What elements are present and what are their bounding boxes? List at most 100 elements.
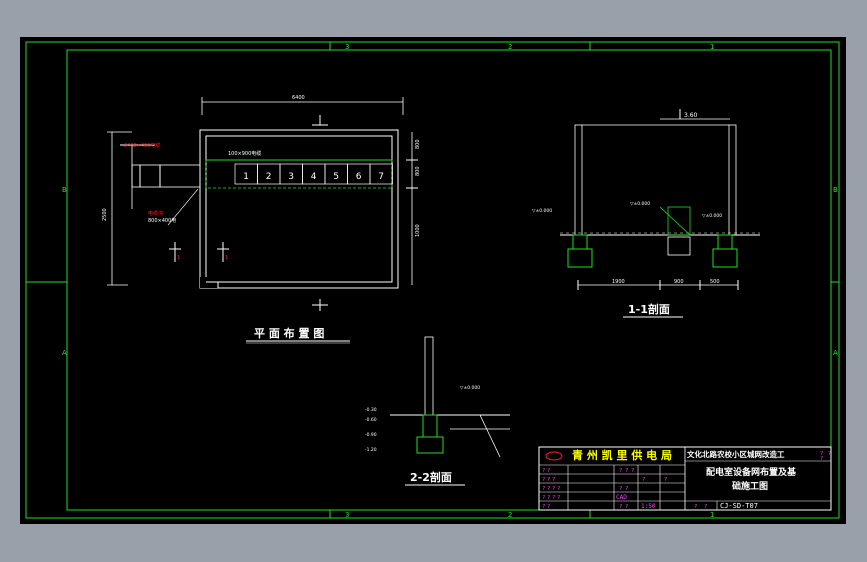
tb-company: 青 州 凯 里 供 电 局 bbox=[572, 448, 672, 462]
cabinet-label-1: 1 bbox=[243, 172, 249, 182]
tb-cad: CAD bbox=[616, 494, 627, 501]
tb-placeholder-mark: ? bbox=[625, 486, 628, 492]
section22-wall bbox=[424, 336, 434, 416]
tb-placeholder-mark: ? bbox=[694, 504, 697, 510]
cabinet-label-6: 6 bbox=[356, 172, 362, 182]
section22-level-1: -0.30 bbox=[365, 407, 377, 413]
tb-drawing-title-1: 配电室设备网布置及基 bbox=[706, 466, 797, 478]
footing-left bbox=[567, 248, 593, 268]
cabinet-label-7: 7 bbox=[378, 172, 384, 182]
zone-label-top-1: 3 bbox=[345, 43, 349, 51]
section11-dim-b2: 900 bbox=[674, 279, 684, 285]
pier-right bbox=[717, 234, 733, 250]
tb-placeholder-mark: ? bbox=[631, 468, 634, 474]
tb-placeholder-mark: ? bbox=[547, 477, 550, 483]
tb-placeholder-mark: ? bbox=[619, 504, 622, 510]
cabinet-label-5: 5 bbox=[333, 172, 339, 182]
zone-label-left-1: B bbox=[62, 186, 67, 194]
section11-note-left: ▽±0.000 bbox=[532, 208, 552, 214]
plan-dim-right-1: 800 bbox=[415, 139, 421, 149]
title-block[interactable]: 青 州 凯 里 供 电 局 文化北路农校小区城网改造工 配电室设备网布置及基 础… bbox=[538, 446, 832, 511]
section22-level-2: -0.60 bbox=[365, 417, 377, 423]
cabinet-row: 1 2 3 4 5 6 7 bbox=[234, 163, 393, 185]
plan-dim-right-3: 1000 bbox=[415, 224, 421, 237]
tb-placeholder-mark: ? bbox=[542, 477, 545, 483]
zone-label-bottom-3: 1 bbox=[710, 511, 714, 519]
zone-label-right-1: B bbox=[833, 186, 838, 194]
tb-placeholder-mark: ? bbox=[704, 504, 707, 510]
tb-placeholder-mark: ? bbox=[547, 495, 550, 501]
section11-wall-left bbox=[574, 124, 583, 236]
cabinet-7 bbox=[369, 163, 393, 185]
section11-note-center: ▽±0.000 bbox=[630, 201, 650, 207]
plan-dim-top-text: 6400 bbox=[292, 95, 305, 101]
zone-label-right-2: A bbox=[833, 349, 838, 357]
tb-placeholder-mark: ? bbox=[557, 495, 560, 501]
inner-border bbox=[66, 49, 832, 511]
tb-drawing-no: CJ-SD-T07 bbox=[720, 502, 758, 510]
plan-callout-2: 电缆沟 bbox=[148, 210, 163, 217]
section-2-2[interactable]: -0.30 -0.60 -0.90 -1.20 ▽±0.000 2-2剖面 bbox=[365, 336, 510, 486]
zone-label-left-2: A bbox=[62, 349, 67, 357]
tb-placeholder-mark: ? bbox=[547, 486, 550, 492]
plan-callout-1: 2400×400电缆 bbox=[124, 142, 160, 149]
tb-placeholder-mark: ? bbox=[619, 486, 622, 492]
tb-placeholder-mark: ? bbox=[664, 477, 667, 483]
cabinet-section bbox=[667, 206, 691, 236]
cabinet-outline bbox=[659, 206, 691, 236]
cabinet-label-2: 2 bbox=[266, 172, 272, 182]
plan-dim-right-2: 800 bbox=[415, 166, 421, 176]
tb-placeholder-mark: ? bbox=[552, 477, 555, 483]
cabinet-label-4: 4 bbox=[311, 172, 317, 182]
drawing-svg: 3 2 1 3 2 1 B A B A 6400 100×900电缆 1 2 3 4 5… bbox=[25, 41, 840, 519]
plan-wall-outer bbox=[199, 129, 399, 289]
tb-placeholder-mark: ? bbox=[820, 451, 823, 457]
tb-placeholder-mark: ? bbox=[542, 504, 545, 510]
zone-label-top-2: 2 bbox=[508, 43, 512, 51]
plan-bar-label: 100×900电缆 bbox=[228, 150, 261, 157]
section22-note: ▽±0.000 bbox=[460, 385, 480, 391]
tb-placeholder-mark: ? bbox=[557, 486, 560, 492]
tb-drawing-title-2: 础施工图 bbox=[732, 480, 768, 492]
section11-dim-top: 3.60 bbox=[684, 112, 698, 119]
tb-placeholder-mark: ? bbox=[619, 468, 622, 474]
tb-placeholder-mark: ? bbox=[547, 468, 550, 474]
footing-right bbox=[712, 248, 738, 268]
zone-label-top-3: 1 bbox=[710, 43, 714, 51]
section11-title: 1-1剖面 bbox=[628, 302, 670, 316]
plan-dim-left-text: 2500 bbox=[102, 208, 108, 221]
section22-title: 2-2剖面 bbox=[410, 470, 452, 484]
section22-level-4: -1.20 bbox=[365, 447, 377, 453]
plan-view[interactable]: 6400 100×900电缆 1 2 3 4 5 6 7 2500 2400×400电缆 电… bbox=[102, 95, 421, 344]
cad-drawing-canvas[interactable]: 3 2 1 3 2 1 B A B A 6400 100×900电缆 1 2 3 4 5… bbox=[20, 37, 846, 524]
section11-dim-b1: 1900 bbox=[612, 279, 625, 285]
section22-level-3: -0.90 bbox=[365, 432, 377, 438]
pier bbox=[422, 414, 438, 438]
tb-placeholder-mark: ? bbox=[542, 486, 545, 492]
section11-dim-b3: 500 bbox=[710, 279, 720, 285]
cable-trench-section bbox=[667, 236, 691, 256]
external-trench bbox=[131, 164, 201, 188]
slope-line bbox=[479, 414, 501, 458]
section-mark-label: 1 bbox=[177, 255, 180, 261]
tb-project: 文化北路农校小区城网改造工 bbox=[687, 449, 785, 459]
plan-callout-3: 800×400电 bbox=[148, 217, 176, 224]
tb-placeholder-mark: ? bbox=[625, 468, 628, 474]
tb-placeholder-mark: ? bbox=[625, 504, 628, 510]
tb-scale: 1:50 bbox=[641, 503, 656, 510]
tb-placeholder-mark: ? bbox=[552, 495, 555, 501]
section11-note-right: ▽±0.000 bbox=[702, 213, 722, 219]
zone-label-bottom-1: 3 bbox=[345, 511, 349, 519]
tb-placeholder-marks: ????????????????????????????? bbox=[542, 451, 831, 510]
tb-placeholder-mark: ? bbox=[820, 456, 823, 462]
section11-wall-right bbox=[728, 124, 737, 236]
plan-title: 平 面 布 置 图 bbox=[254, 326, 324, 340]
tb-placeholder-mark: ? bbox=[642, 477, 645, 483]
company-logo-icon bbox=[545, 451, 563, 461]
cabinet-label-3: 3 bbox=[288, 172, 294, 182]
leader-line bbox=[167, 188, 199, 226]
footing bbox=[416, 436, 444, 454]
section-1-1[interactable]: 3.60 ▽±0.000 ▽±0.000 ▽±0.000 1900 900 50… bbox=[532, 109, 760, 318]
plan-wall-inner bbox=[205, 135, 393, 283]
zone-label-bottom-2: 2 bbox=[508, 511, 512, 519]
